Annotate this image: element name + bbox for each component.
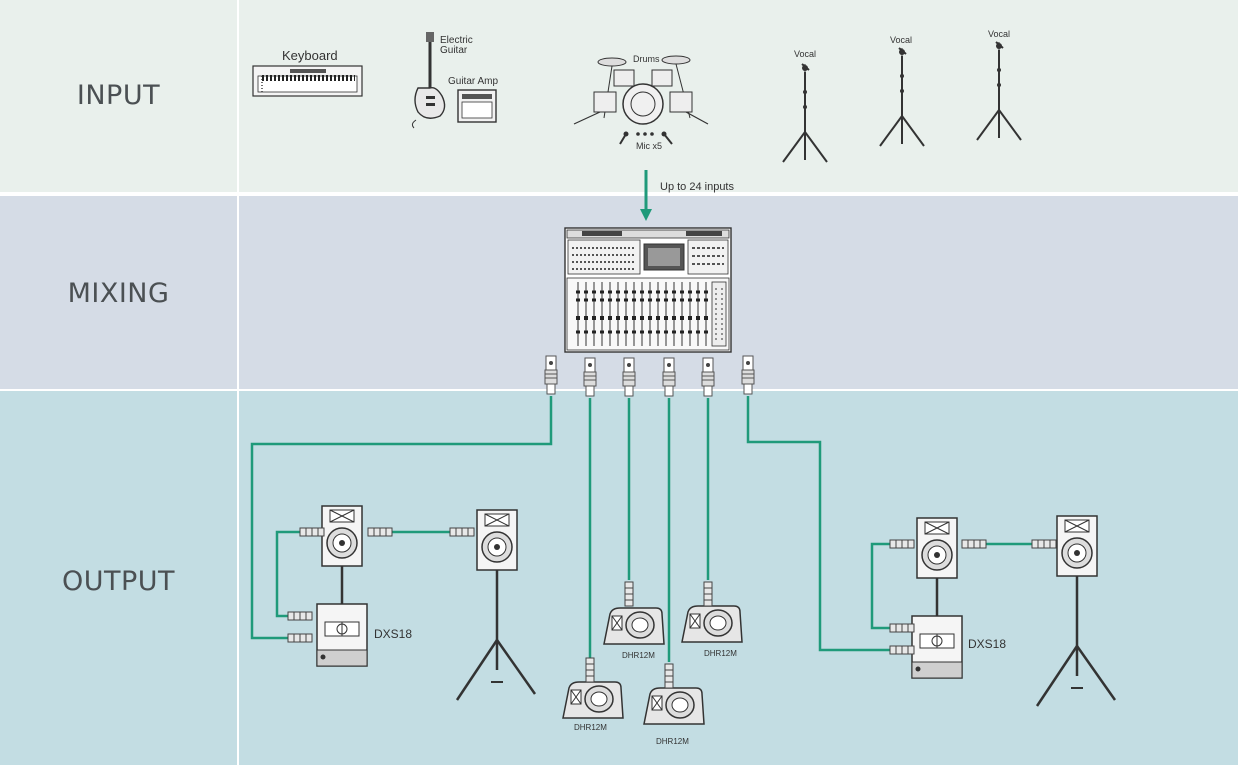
monitor-dhr12m xyxy=(562,681,624,719)
cable-plug xyxy=(585,657,595,683)
xlr-connector xyxy=(701,357,715,397)
cable-plug xyxy=(1031,539,1057,549)
mixing-section-label: MIXING xyxy=(67,278,170,309)
cable-plug xyxy=(287,611,313,621)
subwoofer-right xyxy=(911,615,963,679)
drum-kit: Drums Mic x5 xyxy=(573,54,709,151)
xlr-connector xyxy=(622,357,636,397)
vocal-mic-2: Vocal xyxy=(879,35,925,147)
monitor-2-label: DHR12M xyxy=(622,651,655,660)
sub-left-label: DXS18 xyxy=(374,627,412,641)
vocal-3-label: Vocal xyxy=(988,29,1010,39)
monitor-4-label: DHR12M xyxy=(656,737,689,746)
vocal-mic-1: Vocal xyxy=(782,49,828,163)
xlr-output-connectors xyxy=(544,355,755,397)
satellite-speaker-left xyxy=(476,509,518,571)
monitor-dhr12m xyxy=(643,687,705,725)
keyboard-instrument: Keyboard xyxy=(252,48,363,97)
monitor-dhr12m xyxy=(603,607,665,645)
input-band: INPUT xyxy=(0,0,1238,192)
keyboard-label: Keyboard xyxy=(282,48,338,63)
input-section-label: INPUT xyxy=(76,80,161,111)
inputs-note: Up to 24 inputs xyxy=(660,181,734,193)
cable-plug xyxy=(889,645,915,655)
cable-plug xyxy=(664,663,674,689)
mixing-console xyxy=(564,227,732,353)
drums-label: Drums xyxy=(633,54,660,64)
xlr-connector xyxy=(741,355,755,395)
vocal-mic-3: Vocal xyxy=(976,29,1022,141)
monitor-1-label: DHR12M xyxy=(574,723,607,732)
satellite-speaker-right xyxy=(1056,515,1098,577)
cable-plug xyxy=(889,623,915,633)
keyboard-display xyxy=(290,69,326,73)
section-divider xyxy=(237,391,239,765)
guitar-amp-label: Guitar Amp xyxy=(448,76,498,87)
input-flow-arrow xyxy=(640,170,652,221)
cable-plug xyxy=(287,633,313,643)
xlr-connector xyxy=(583,357,597,397)
vocal-1-label: Vocal xyxy=(794,49,816,59)
monitor-3-label: DHR12M xyxy=(704,649,737,658)
output-section-label: OUTPUT xyxy=(61,566,176,597)
electric-guitar: Electric Guitar xyxy=(411,32,473,129)
xlr-connector xyxy=(544,355,558,395)
speaker-stand-left xyxy=(455,568,537,702)
sub-right-label: DXS18 xyxy=(968,637,1006,651)
section-divider xyxy=(237,0,239,192)
vocal-2-label: Vocal xyxy=(890,35,912,45)
main-speaker-left xyxy=(321,505,363,567)
cable-plug xyxy=(624,581,634,607)
left-satellite-speaker xyxy=(449,509,537,702)
guitar-amp: Guitar Amp xyxy=(448,76,498,123)
right-speaker-system: DXS18 xyxy=(889,517,1006,679)
electric-guitar-label-line1: Electric xyxy=(440,35,473,46)
cable-plug xyxy=(961,539,987,549)
subwoofer-left xyxy=(316,603,368,667)
left-speaker-system: DXS18 xyxy=(287,505,412,667)
speaker-stand-right xyxy=(1035,574,1117,708)
cable-plug xyxy=(449,527,475,537)
floor-monitors: DHR12M DHR12M DHR12M DHR12M xyxy=(562,581,743,746)
section-divider xyxy=(237,196,239,389)
cable-plug xyxy=(367,527,393,537)
keyboard-keys xyxy=(257,75,358,93)
drum-mics-label: Mic x5 xyxy=(636,141,662,151)
right-satellite-speaker xyxy=(1031,515,1117,708)
main-speaker-right xyxy=(916,517,958,579)
monitor-dhr12m xyxy=(681,605,743,643)
cable-plug xyxy=(299,527,325,537)
output-cables xyxy=(250,396,1040,662)
electric-guitar-label-line2: Guitar xyxy=(440,45,468,56)
xlr-connector xyxy=(662,357,676,397)
cable-plug xyxy=(703,581,713,607)
cable-plug xyxy=(889,539,915,549)
